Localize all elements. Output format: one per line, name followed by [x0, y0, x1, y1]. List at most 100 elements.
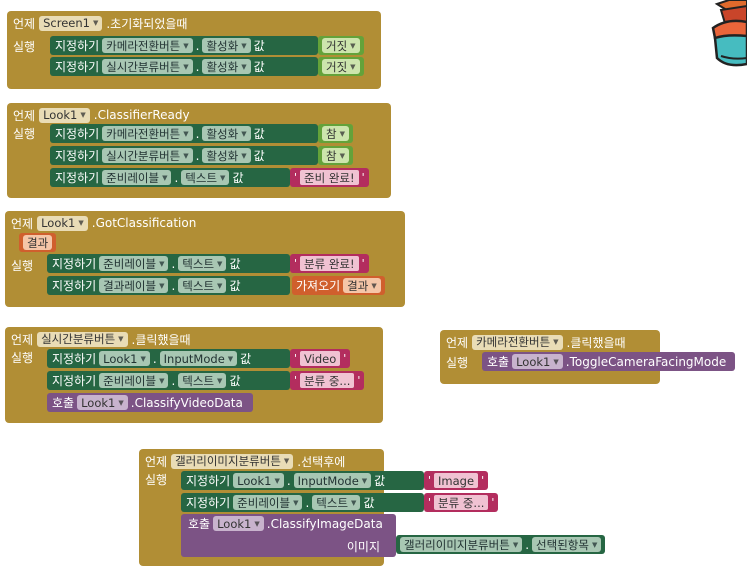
- event-name: .ClassifierReady: [93, 108, 190, 122]
- component-dropdown[interactable]: Look1▼: [37, 215, 88, 231]
- component-dropdown[interactable]: 준비레이블▼: [99, 256, 169, 271]
- set-statement[interactable]: 지정하기 준비레이블▼ . 텍스트▼ 값: [47, 371, 290, 390]
- component-dropdown[interactable]: 준비레이블▼: [99, 373, 169, 388]
- boolean-block[interactable]: 참▼: [318, 146, 353, 165]
- quote-close: ': [481, 474, 485, 487]
- boolean-dropdown[interactable]: 거짓▼: [322, 38, 360, 53]
- component-dropdown[interactable]: Look1▼: [512, 354, 563, 369]
- set-statement[interactable]: 지정하기 실시간분류버튼▼ . 활성화▼ 값: [50, 146, 318, 165]
- set-keyword: 지정하기: [52, 374, 97, 388]
- component-name: Look1: [41, 216, 76, 230]
- chevron-down-icon: ▼: [217, 376, 223, 385]
- property-dropdown[interactable]: 텍스트▼: [178, 373, 227, 388]
- text-string-block[interactable]: ' 분류 중... ': [424, 493, 499, 512]
- component-name: Screen1: [43, 16, 90, 30]
- boolean-block[interactable]: 거짓▼: [318, 57, 364, 76]
- property-dropdown[interactable]: 텍스트▼: [178, 256, 227, 271]
- set-keyword: 지정하기: [55, 60, 100, 74]
- component-dropdown[interactable]: 준비레이블▼: [233, 495, 303, 510]
- component-dropdown[interactable]: Look1▼: [77, 395, 128, 410]
- get-variable-block[interactable]: 가져오기 결과▼: [292, 276, 385, 295]
- component-dropdown[interactable]: 결과레이블▼: [99, 278, 169, 293]
- chevron-down-icon: ▼: [80, 111, 86, 119]
- string-value[interactable]: 분류 완료!: [300, 256, 359, 271]
- set-statement[interactable]: 지정하기 결과레이블▼ . 텍스트▼ 값: [47, 276, 290, 295]
- component-dropdown[interactable]: 카메라전환버튼▼: [102, 38, 193, 53]
- component-dropdown[interactable]: 준비레이블▼: [102, 170, 172, 185]
- set-statement[interactable]: 지정하기 카메라전환버튼▼ . 활성화▼ 값: [50, 36, 318, 55]
- string-value[interactable]: 분류 중...: [434, 495, 489, 510]
- set-keyword: 지정하기: [55, 171, 100, 185]
- event-parameter[interactable]: 결과: [19, 233, 57, 252]
- property-dropdown[interactable]: InputMode▼: [159, 351, 238, 366]
- set-statement[interactable]: 지정하기 Look1▼ . InputMode▼ 값: [181, 471, 424, 490]
- property-dropdown[interactable]: 활성화▼: [202, 59, 251, 74]
- component-dropdown[interactable]: 실시간분류버튼▼: [102, 148, 193, 163]
- boolean-dropdown[interactable]: 참▼: [322, 126, 349, 141]
- chevron-down-icon: ▼: [217, 259, 223, 268]
- component-dropdown[interactable]: 실시간분류버튼▼: [37, 331, 128, 347]
- property-dropdown[interactable]: 텍스트▼: [178, 278, 227, 293]
- chevron-down-icon: ▼: [241, 41, 247, 50]
- property-dropdown[interactable]: 활성화▼: [202, 148, 251, 163]
- component-dropdown[interactable]: 카메라전환버튼▼: [472, 334, 563, 350]
- event-header: 언제 갤러리이미지분류버튼▼ .선택후에: [145, 452, 345, 470]
- boolean-dropdown[interactable]: 거짓▼: [322, 59, 360, 74]
- text-string-block[interactable]: ' 분류 중... ': [290, 371, 365, 390]
- property-dropdown[interactable]: 텍스트▼: [181, 170, 230, 185]
- boolean-block[interactable]: 참▼: [318, 124, 353, 143]
- property-name: 활성화: [206, 148, 239, 163]
- property-dropdown[interactable]: 텍스트▼: [312, 495, 361, 510]
- component-dropdown[interactable]: 카메라전환버튼▼: [102, 126, 193, 141]
- variable-dropdown[interactable]: 결과▼: [343, 278, 381, 293]
- string-value[interactable]: Video: [300, 351, 341, 366]
- component-name: 카메라전환버튼: [106, 38, 181, 53]
- text-string-block[interactable]: ' Video ': [290, 349, 351, 368]
- set-statement[interactable]: 지정하기 준비레이블▼ . 텍스트▼ 값: [50, 168, 290, 187]
- property-dropdown[interactable]: 선택된항목▼: [532, 537, 602, 552]
- set-statement[interactable]: 지정하기 준비레이블▼ . 텍스트▼ 값: [47, 254, 290, 273]
- property-dropdown[interactable]: 활성화▼: [202, 126, 251, 141]
- set-keyword: 지정하기: [52, 257, 97, 271]
- set-statement[interactable]: 지정하기 실시간분류버튼▼ . 활성화▼ 값: [50, 57, 318, 76]
- property-name: 텍스트: [182, 373, 215, 388]
- component-dropdown[interactable]: 갤러리이미지분류버튼▼: [171, 453, 294, 469]
- boolean-dropdown[interactable]: 참▼: [322, 148, 349, 163]
- component-dropdown[interactable]: Screen1▼: [39, 15, 103, 31]
- set-statement[interactable]: 지정하기 준비레이블▼ . 텍스트▼ 값: [181, 493, 424, 512]
- text-string-block[interactable]: ' Image ': [424, 471, 489, 490]
- text-string-block[interactable]: ' 준비 완료! ': [290, 168, 369, 187]
- quote-close: ': [361, 257, 365, 270]
- set-statement[interactable]: 지정하기 카메라전환버튼▼ . 활성화▼ 값: [50, 124, 318, 143]
- backpack-icon[interactable]: [707, 0, 747, 72]
- chevron-down-icon: ▼: [92, 19, 99, 27]
- text-string-block[interactable]: ' 분류 완료! ': [290, 254, 369, 273]
- property-dropdown[interactable]: InputMode▼: [293, 473, 372, 488]
- call-statement[interactable]: 호출 Look1▼ .ClassifyImageData 이미지: [181, 514, 396, 557]
- boolean-value: 거짓: [326, 38, 348, 53]
- quote-open: ': [294, 171, 298, 184]
- event-header: 언제 Screen1▼ .초기화되었을때: [13, 14, 187, 32]
- property-name: 텍스트: [182, 278, 215, 293]
- string-value[interactable]: Image: [434, 473, 479, 488]
- property-dropdown[interactable]: 활성화▼: [202, 38, 251, 53]
- set-statement[interactable]: 지정하기 Look1▼ . InputMode▼ 값: [47, 349, 290, 368]
- call-statement[interactable]: 호출 Look1▼ .ClassifyVideoData: [47, 393, 253, 412]
- component-dropdown[interactable]: Look1▼: [99, 351, 150, 366]
- boolean-block[interactable]: 거짓▼: [318, 36, 364, 55]
- string-value[interactable]: 준비 완료!: [300, 170, 359, 185]
- component-dropdown[interactable]: Look1▼: [39, 107, 90, 123]
- string-value[interactable]: 분류 중...: [300, 373, 355, 388]
- call-statement[interactable]: 호출 Look1▼ .ToggleCameraFacingMode: [482, 352, 735, 371]
- to-keyword: 값: [374, 474, 386, 488]
- component-dropdown[interactable]: Look1▼: [213, 516, 264, 531]
- when-keyword: 언제: [145, 454, 168, 469]
- component-dropdown[interactable]: 갤러리이미지분류버튼▼: [400, 537, 523, 552]
- chevron-down-icon: ▼: [183, 151, 189, 160]
- chevron-down-icon: ▼: [183, 62, 189, 71]
- component-name: 실시간분류버튼: [106, 59, 181, 74]
- event-header: 언제 Look1▼ .ClassifierReady: [13, 106, 190, 124]
- component-dropdown[interactable]: 실시간분류버튼▼: [102, 59, 193, 74]
- component-property-getter[interactable]: 갤러리이미지분류버튼▼ . 선택된항목▼: [396, 535, 606, 554]
- component-dropdown[interactable]: Look1▼: [233, 473, 284, 488]
